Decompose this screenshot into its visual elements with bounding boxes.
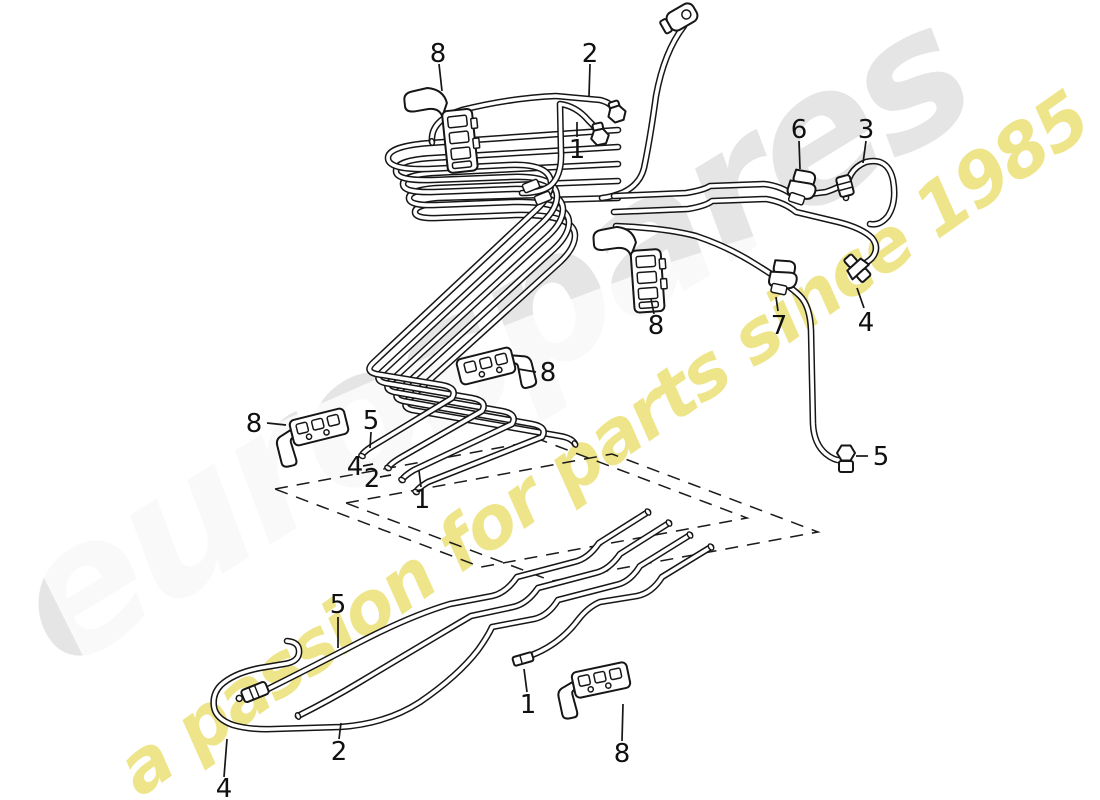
part-callout: 1 bbox=[520, 690, 537, 720]
leader-lines bbox=[223, 63, 868, 778]
part-callout: 8 bbox=[648, 311, 665, 341]
reference-outline-dashed bbox=[272, 439, 821, 582]
part-callout: 8 bbox=[246, 409, 263, 439]
part-callout: 4 bbox=[216, 774, 233, 800]
part-callout: 6 bbox=[791, 115, 808, 145]
hose-fitting-item3 bbox=[835, 174, 855, 198]
part-callout: 5 bbox=[330, 590, 347, 620]
part-callout: 4 bbox=[347, 452, 364, 482]
highlight-swoosh-2 bbox=[110, 470, 935, 724]
inline-fitting-item1 bbox=[511, 651, 535, 667]
part-callout: 5 bbox=[363, 406, 380, 436]
part-callout: 2 bbox=[364, 464, 381, 494]
part-callout: 1 bbox=[414, 485, 431, 515]
highlight-swoosh bbox=[26, 177, 1022, 678]
elbow-fitting-item5 bbox=[836, 444, 856, 473]
quick-connector-lower bbox=[235, 681, 270, 703]
part-callout: 3 bbox=[858, 115, 875, 145]
part-callout: 1 bbox=[569, 135, 586, 165]
tube-open-ends bbox=[294, 137, 715, 720]
part-callout: 4 bbox=[858, 308, 875, 338]
fittings bbox=[235, 2, 876, 703]
part-callout: 2 bbox=[582, 39, 599, 69]
part-callout: 5 bbox=[873, 442, 890, 472]
part-callout: 8 bbox=[540, 358, 557, 388]
union-nut-item1 bbox=[588, 121, 612, 148]
part-callout: 7 bbox=[771, 311, 788, 341]
part-callout: 2 bbox=[331, 737, 348, 767]
quick-connector bbox=[659, 2, 699, 35]
part-callouts: 8 2 6 3 1 8 7 4 8 8 5 4 2 1 5 5 1 2 8 4 bbox=[216, 39, 890, 800]
union-nut-item2 bbox=[605, 99, 629, 125]
part-callout: 8 bbox=[430, 39, 447, 69]
part-callout: 8 bbox=[614, 739, 631, 769]
